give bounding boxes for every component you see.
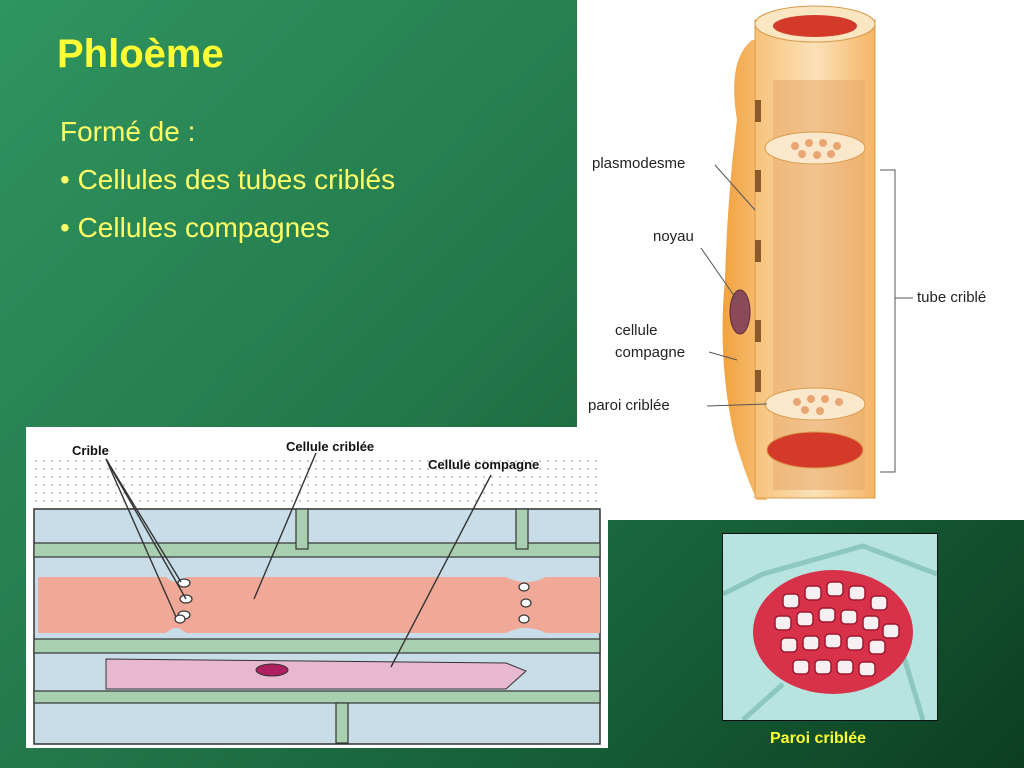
- sieve-tube-illustration: plasmodesme noyau cellule compagne paroi…: [577, 0, 1024, 520]
- sieve-tube-drawing: [700, 5, 913, 500]
- sieve-plate-lower: [764, 387, 866, 421]
- micrograph-drawing: [723, 534, 937, 720]
- companion-nucleus: [255, 663, 289, 677]
- sieve-plate-upper: [764, 131, 866, 165]
- intro-text: Formé de :: [60, 116, 196, 147]
- sieve-pores: [774, 581, 900, 677]
- section-drawing: [31, 452, 603, 745]
- label-paroi-criblee: paroi criblée: [588, 397, 670, 414]
- label-cellule-compagne-line1: cellule: [615, 322, 658, 339]
- label-crible: Crible: [72, 443, 109, 458]
- tube-bottom-opening: [766, 431, 864, 469]
- bullet-companion-cells: • Cellules compagnes: [60, 212, 330, 243]
- longitudinal-section-diagram: Crible Cellule criblée Cellule compagne: [26, 427, 608, 748]
- sieve-tube-cell: [38, 577, 600, 633]
- tube-top-opening: [773, 15, 857, 37]
- micrograph-caption: Paroi criblée: [770, 730, 867, 747]
- bullet-list: Formé de : • Cellules des tubes criblés …: [60, 116, 395, 260]
- nucleus: [729, 289, 751, 335]
- slide-title: Phloème: [57, 32, 224, 76]
- bullet-sieve-tube-cells: • Cellules des tubes criblés: [60, 164, 396, 195]
- label-cellule-compagne: Cellule compagne: [428, 457, 540, 472]
- label-cellule-compagne-line2: compagne: [615, 344, 686, 361]
- companion-cell-section: [105, 658, 527, 690]
- sieve-plate-micrograph: [722, 533, 938, 721]
- label-tube-crible: tube criblé: [917, 289, 987, 306]
- label-noyau: noyau: [653, 228, 694, 245]
- label-plasmodesme: plasmodesme: [592, 155, 686, 172]
- label-cellule-criblee: Cellule criblée: [286, 439, 375, 454]
